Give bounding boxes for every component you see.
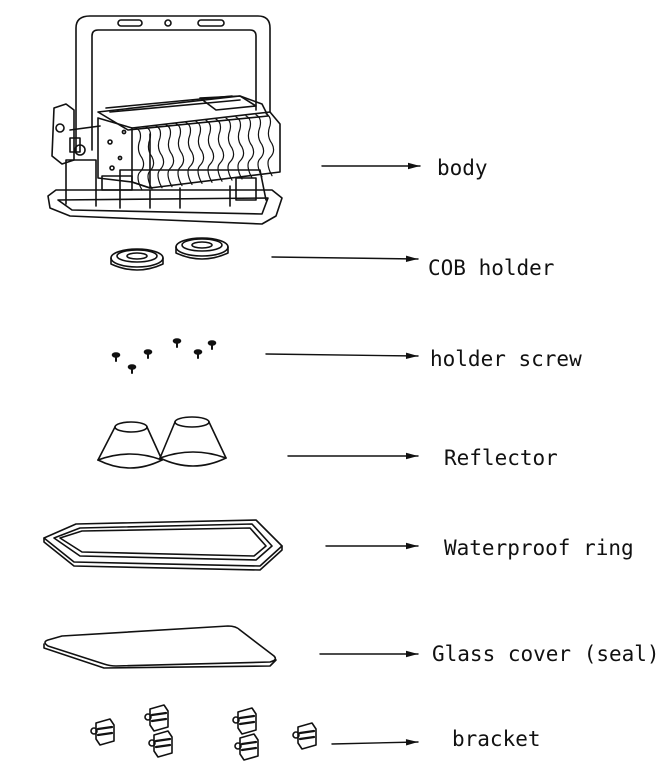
bracket-illustration (90, 704, 317, 761)
cob-holder-illustration (110, 237, 229, 271)
glass-cover-illustration (43, 625, 277, 669)
label-holder-screw: holder screw (430, 347, 582, 371)
label-body: body (437, 156, 488, 180)
label-glass-cover: Glass cover (seal) (432, 642, 660, 666)
reflector-illustration (97, 416, 227, 469)
label-cob-holder: COB holder (428, 256, 555, 280)
label-reflector: Reflector (444, 446, 558, 470)
waterproof-ring-illustration (43, 519, 283, 571)
floodlight-body-illustration (47, 15, 283, 225)
label-bracket: bracket (452, 727, 541, 751)
leader-arrow-cob-holder (271, 255, 419, 263)
leader-arrow-holder-screw (265, 352, 419, 360)
leader-arrow-bracket (331, 739, 419, 746)
leader-arrows (265, 162, 421, 746)
holder-screw-illustration (111, 338, 217, 374)
label-waterproof-ring: Waterproof ring (444, 536, 634, 560)
